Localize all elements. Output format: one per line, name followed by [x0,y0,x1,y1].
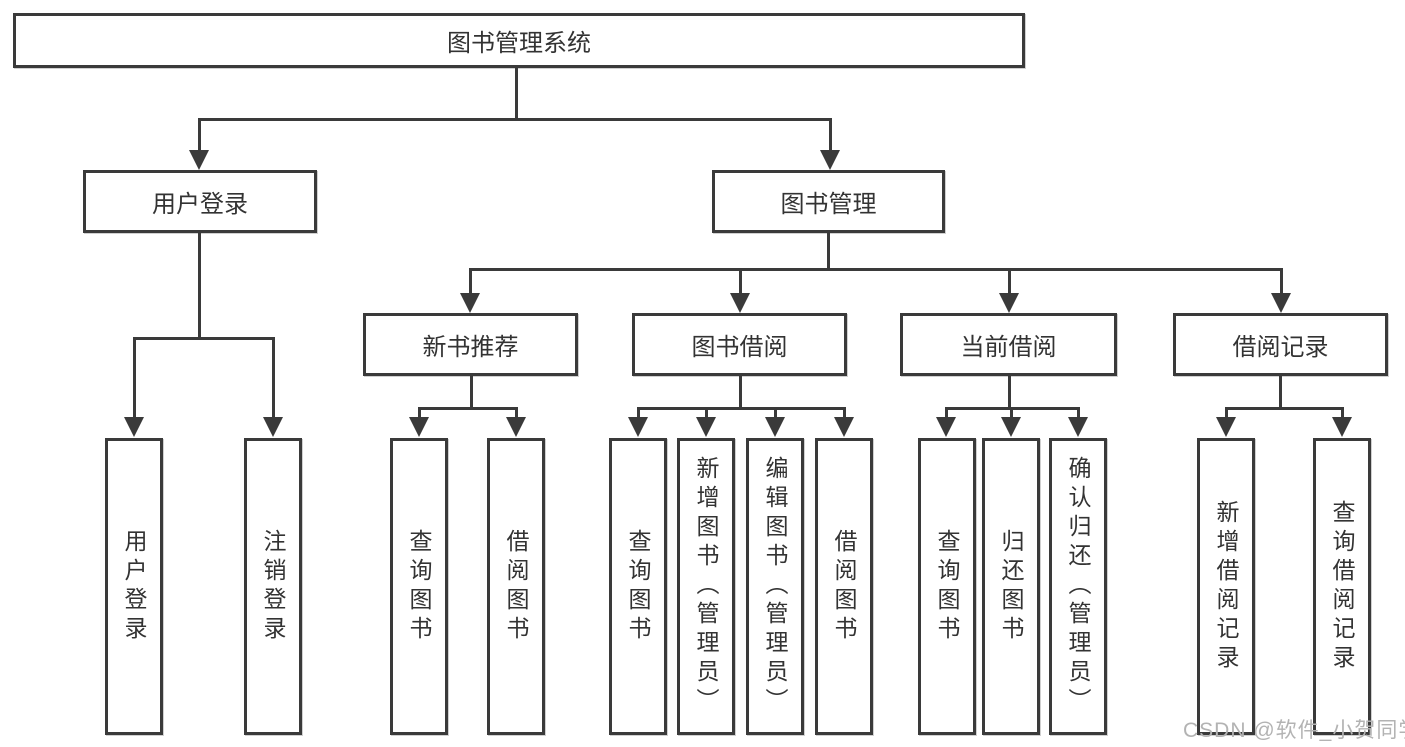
arrow-down-icon [1332,417,1352,437]
arrow-down-icon [730,293,750,313]
connector-line [133,337,275,340]
leaf-bb-query-books: 查询图书 [609,438,667,735]
leaf-label: 查询图书 [934,528,960,645]
connector-line [774,407,777,419]
leaf-rec-query-books: 查询图书 [390,438,448,735]
leaf-bb-edit-books-admin: 编辑图书（管理员） [746,438,804,735]
connector-line [469,268,472,295]
connector-line [1225,407,1228,419]
node-label: 借阅记录 [1232,334,1329,361]
connector-line [198,233,201,340]
connector-line [1010,407,1013,419]
connector-line [1280,268,1283,295]
connector-line [739,376,742,410]
leaf-logout: 注销登录 [244,438,302,735]
arrow-down-icon [820,150,840,170]
connector-line [198,118,832,121]
leaf-label: 新增图书（管理员） [693,456,719,717]
arrow-down-icon [1216,417,1236,437]
arrow-down-icon [999,293,1019,313]
connector-line [829,118,832,152]
arrow-down-icon [189,150,209,170]
arrow-down-icon [834,417,854,437]
leaf-label: 新增借阅记录 [1213,499,1239,674]
leaf-label: 查询借阅记录 [1329,499,1355,674]
arrow-down-icon [124,417,144,437]
leaf-label: 注销登录 [260,528,286,645]
connector-line [1341,407,1344,419]
arrow-down-icon [263,417,283,437]
connector-line [945,407,948,419]
leaf-label: 借阅图书 [503,528,529,645]
arrow-down-icon [409,417,429,437]
node-label: 新书推荐 [422,334,519,361]
connector-line [1279,376,1282,410]
connector-line [272,337,275,419]
arrow-down-icon [936,417,956,437]
node-user-login-branch: 用户登录 [83,170,317,233]
node-book-management-branch: 图书管理 [712,170,945,233]
arrow-down-icon [506,417,526,437]
node-new-book-recommendation: 新书推荐 [363,313,578,376]
leaf-bb-add-books-admin: 新增图书（管理员） [677,438,735,735]
leaf-cur-return-books: 归还图书 [982,438,1040,735]
connector-line [1008,376,1011,410]
leaf-label: 编辑图书（管理员） [762,456,788,717]
connector-line [739,268,742,295]
arrow-down-icon [1068,417,1088,437]
connector-line [198,118,201,152]
connector-line [515,68,518,121]
connector-line [515,407,518,419]
connector-line [470,376,473,410]
leaf-bb-borrow-books: 借阅图书 [815,438,873,735]
leaf-cur-query-books: 查询图书 [918,438,976,735]
leaf-cur-confirm-return-admin: 确认归还（管理员） [1049,438,1107,735]
leaf-br-query-record: 查询借阅记录 [1313,438,1371,735]
leaf-label: 查询图书 [406,528,432,645]
node-library-management-system: 图书管理系统 [13,13,1025,68]
connector-line [827,232,830,271]
csdn-watermark: CSDN @软件_小贺同学 [1183,719,1405,742]
arrow-down-icon [628,417,648,437]
node-book-borrowing: 图书借阅 [632,313,847,376]
connector-line [637,407,846,410]
leaf-rec-borrow-books: 借阅图书 [487,438,545,735]
connector-line [1008,268,1011,295]
connector-line [418,407,518,410]
connector-line [705,407,708,419]
arrow-down-icon [696,417,716,437]
node-current-borrowing: 当前借阅 [900,313,1117,376]
leaf-label: 确认归还（管理员） [1065,456,1091,717]
arrow-down-icon [1001,417,1021,437]
connector-line [1077,407,1080,419]
leaf-label: 查询图书 [625,528,651,645]
leaf-user-login: 用户登录 [105,438,163,735]
connector-line [637,407,640,419]
connector-line [1225,407,1344,410]
connector-line [418,407,421,419]
arrow-down-icon [765,417,785,437]
node-label: 图书管理 [780,191,877,218]
leaf-label: 归还图书 [998,528,1024,645]
node-label: 图书借阅 [691,334,788,361]
leaf-br-add-record: 新增借阅记录 [1197,438,1255,735]
node-label: 当前借阅 [960,334,1057,361]
leaf-label: 用户登录 [121,528,147,645]
connector-line [133,337,136,419]
arrow-down-icon [1271,293,1291,313]
connector-line [469,268,1282,271]
node-borrowing-records: 借阅记录 [1173,313,1388,376]
leaf-label: 借阅图书 [831,528,857,645]
connector-line [843,407,846,419]
node-label: 用户登录 [152,191,248,218]
node-label: 图书管理系统 [447,30,591,57]
arrow-down-icon [460,293,480,313]
